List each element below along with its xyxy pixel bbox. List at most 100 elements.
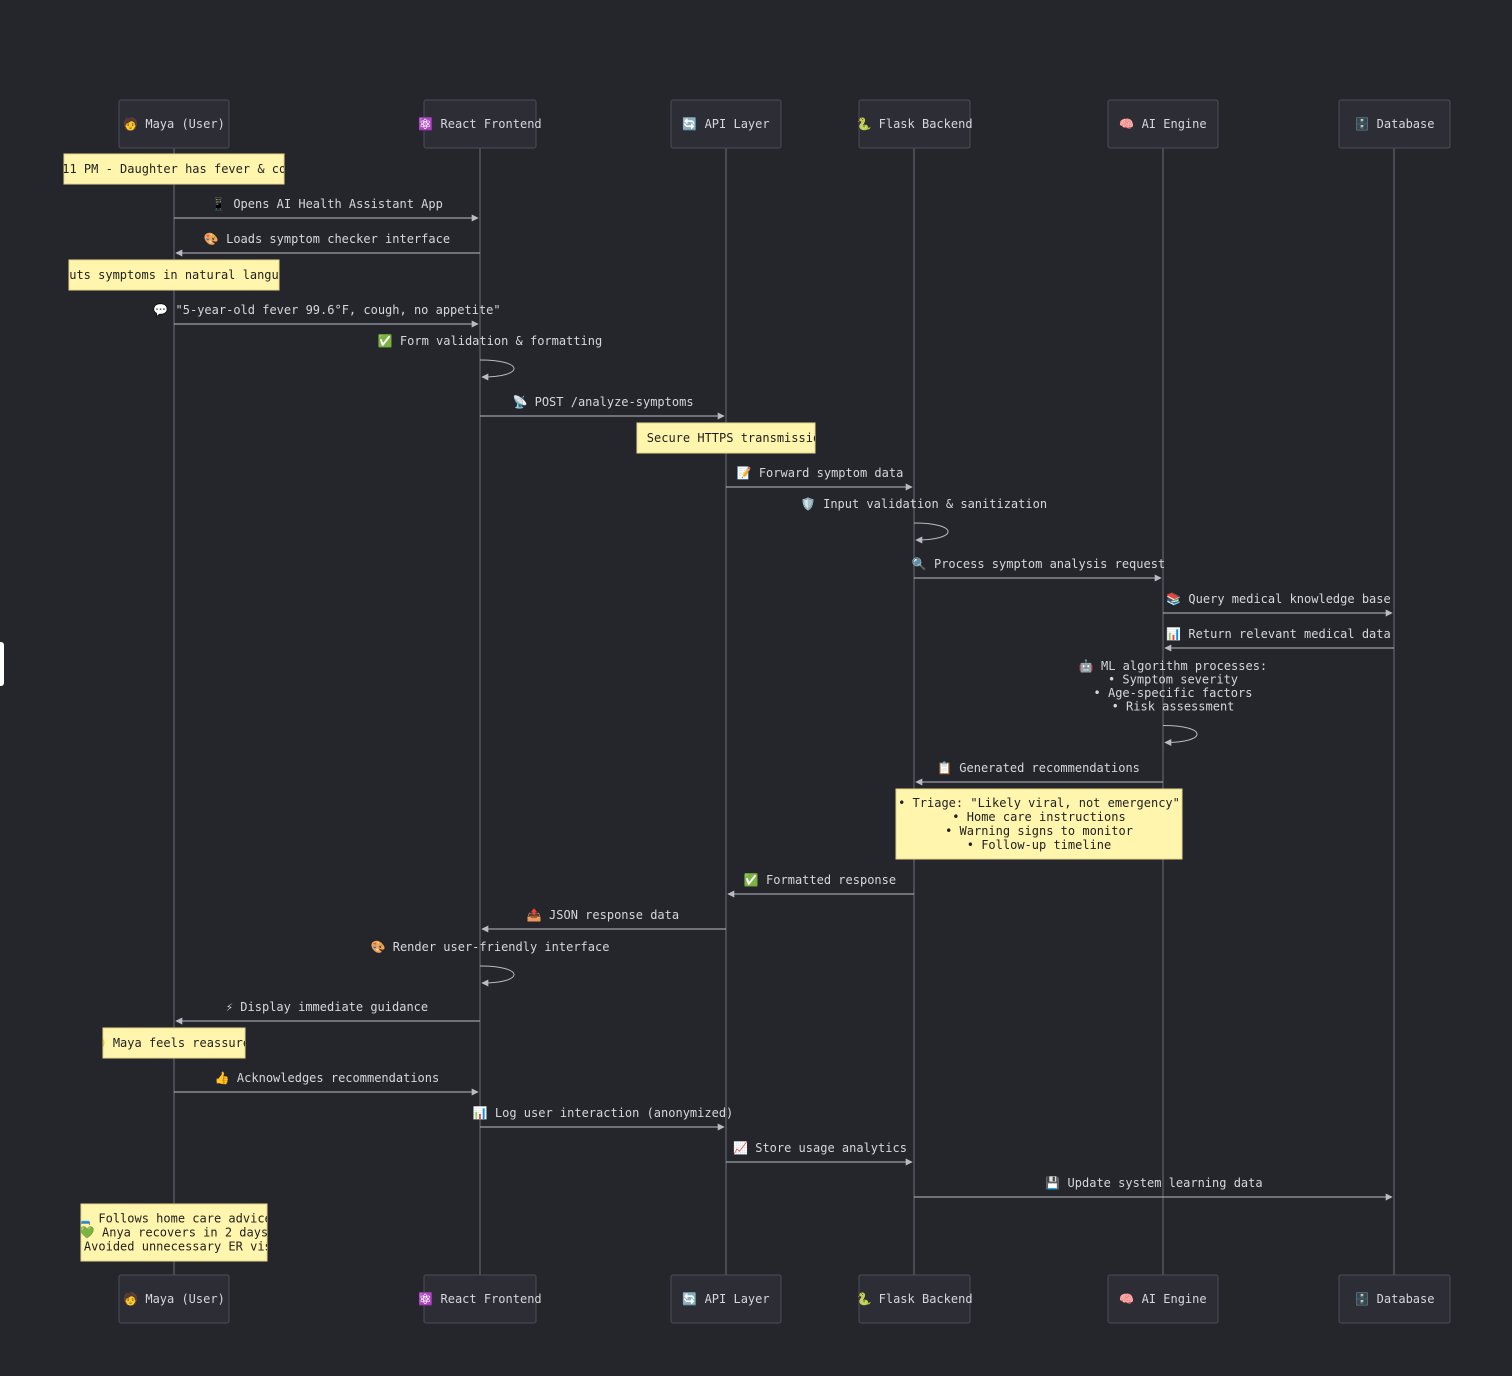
actor-label: 🧑 Maya (User) <box>123 1291 225 1306</box>
actor-api-bottom: 🔄 API Layer <box>670 1274 782 1324</box>
actor-box <box>118 99 230 149</box>
side-panel-handle[interactable] <box>0 642 4 686</box>
note-text: 💰 Avoided unnecessary ER visit <box>62 1240 286 1254</box>
actor-box <box>1338 1274 1451 1324</box>
message-label: ✅ Formatted response <box>744 873 896 887</box>
actor-box <box>1338 99 1451 149</box>
actor-label: ⚛️ React Frontend <box>418 1292 541 1306</box>
actor-box <box>858 99 971 149</box>
note-text: 🕚 11 PM - Daughter has fever & cough <box>40 162 308 176</box>
message-label: 📈 Store usage analytics <box>733 1141 907 1155</box>
actor-label: 🔄 API Layer <box>682 117 769 131</box>
step-msg: 👍 Acknowledges recommendations <box>174 1071 479 1096</box>
step-note: 🛏️ Follows home care advice💚 Anya recove… <box>62 1203 286 1262</box>
message-label: 📚 Query medical knowledge base <box>1166 592 1390 606</box>
actor-maya-top: 🧑 Maya (User) <box>118 99 230 149</box>
actor-label: 🗄️ Database <box>1355 1292 1435 1306</box>
actor-flask-top: 🐍 Flask Backend <box>856 99 973 149</box>
step-note: 😌 Maya feels reassured <box>91 1027 258 1059</box>
step-self: 🛡️ Input validation & sanitization <box>801 497 1047 544</box>
note-box <box>636 422 816 454</box>
self-message-arrow <box>913 522 949 544</box>
message-label: 📱 Opens AI Health Assistant App <box>211 197 443 211</box>
actor-label: 🗄️ Database <box>1355 117 1435 131</box>
message-label: 🎨 Loads symptom checker interface <box>204 231 450 246</box>
actor-db-bottom: 🗄️ Database <box>1338 1274 1451 1324</box>
message-label: 💬 "5-year-old fever 99.6°F, cough, no ap… <box>153 303 500 317</box>
step-msg: ⚡ Display immediate guidance <box>175 1000 480 1025</box>
step-msg: 📝 Forward symptom data <box>726 466 913 491</box>
step-msg: 🎨 Loads symptom checker interface <box>175 231 480 257</box>
message-label: 📤 JSON response data <box>527 908 679 922</box>
self-message-arrow <box>479 359 515 381</box>
actor-flask-bottom: 🐍 Flask Backend <box>856 1274 973 1324</box>
message-label: 📊 Return relevant medical data <box>1166 627 1390 641</box>
actor-react-top: ⚛️ React Frontend <box>418 99 542 149</box>
note-box <box>63 153 285 185</box>
self-message-arrow <box>479 965 515 987</box>
step-self: 🤖 ML algorithm processes:• Symptom sever… <box>1079 659 1267 746</box>
actor-maya-bottom: 🧑 Maya (User) <box>118 1274 230 1324</box>
actor-box <box>118 1274 230 1324</box>
actor-label: 🧠 AI Engine <box>1119 1292 1206 1306</box>
message-label: 🔍 Process symptom analysis request <box>912 556 1165 571</box>
note-text: 💚 Anya recovers in 2 days <box>80 1226 268 1240</box>
actor-box <box>1107 1274 1219 1324</box>
self-message-detail: • Risk assessment <box>1112 700 1235 714</box>
note-text: 🔒 Secure HTTPS transmission <box>625 431 828 445</box>
actor-box <box>670 99 782 149</box>
actor-label: 🧑 Maya (User) <box>123 116 225 131</box>
step-msg: 📚 Query medical knowledge base <box>1163 592 1393 617</box>
self-message-arrow <box>1162 725 1198 746</box>
step-msg: 💬 "5-year-old fever 99.6°F, cough, no ap… <box>153 303 501 328</box>
step-note: • Triage: "Likely viral, not emergency"•… <box>895 788 1183 860</box>
note-box <box>102 1027 246 1059</box>
actor-db-top: 🗄️ Database <box>1338 99 1451 149</box>
step-note: Inputs symptoms in natural language <box>48 259 301 291</box>
message-label: 📡 POST /analyze-symptoms <box>512 394 693 409</box>
step-msg: 📊 Log user interaction (anonymized) <box>473 1106 734 1131</box>
message-label: 📋 Generated recommendations <box>937 761 1140 775</box>
note-text: • Warning signs to monitor <box>945 824 1133 838</box>
step-msg: 💾 Update system learning data <box>914 1176 1393 1201</box>
step-note: 🔒 Secure HTTPS transmission <box>625 422 828 454</box>
step-msg: 📤 JSON response data <box>481 908 726 933</box>
actor-label: 🧠 AI Engine <box>1119 117 1206 131</box>
note-text: • Follow-up timeline <box>967 838 1112 852</box>
actor-box <box>423 1274 537 1324</box>
note-text: • Triage: "Likely viral, not emergency" <box>898 796 1180 810</box>
step-msg: 📋 Generated recommendations <box>915 761 1163 786</box>
note-text: 😌 Maya feels reassured <box>91 1036 258 1050</box>
note-text: Inputs symptoms in natural language <box>48 268 301 282</box>
step-note: 🕚 11 PM - Daughter has fever & cough <box>40 153 308 185</box>
self-message-label: 🎨 Render user-friendly interface <box>371 939 610 954</box>
note-box <box>80 1203 268 1262</box>
step-self: ✅ Form validation & formatting <box>378 334 602 381</box>
message-label: 👍 Acknowledges recommendations <box>215 1071 439 1085</box>
actor-label: 🐍 Flask Backend <box>856 117 972 131</box>
note-text: 🛏️ Follows home care advice <box>76 1212 272 1226</box>
self-message-detail: • Symptom severity <box>1108 673 1238 687</box>
step-msg: 📊 Return relevant medical data <box>1164 627 1394 652</box>
actor-ai-bottom: 🧠 AI Engine <box>1107 1274 1219 1324</box>
step-msg: ✅ Formatted response <box>727 873 914 898</box>
message-label: 📊 Log user interaction (anonymized) <box>473 1106 734 1120</box>
actor-label: 🐍 Flask Backend <box>856 1292 972 1306</box>
actor-box <box>1107 99 1219 149</box>
message-label: 💾 Update system learning data <box>1045 1176 1262 1190</box>
self-message-detail: • Age-specific factors <box>1094 686 1253 700</box>
note-box <box>68 259 280 291</box>
actor-box <box>858 1274 971 1324</box>
actor-box <box>423 99 537 149</box>
actor-label: ⚛️ React Frontend <box>418 117 541 131</box>
actor-box <box>670 1274 782 1324</box>
step-msg: 📈 Store usage analytics <box>726 1141 913 1166</box>
self-message-label: 🤖 ML algorithm processes: <box>1079 659 1267 673</box>
step-msg: 📡 POST /analyze-symptoms <box>480 394 725 420</box>
note-text: • Home care instructions <box>952 810 1125 824</box>
actor-api-top: 🔄 API Layer <box>670 99 782 149</box>
actor-react-bottom: ⚛️ React Frontend <box>418 1274 542 1324</box>
message-label: ⚡ Display immediate guidance <box>226 1000 428 1014</box>
step-msg: 📱 Opens AI Health Assistant App <box>174 197 479 222</box>
